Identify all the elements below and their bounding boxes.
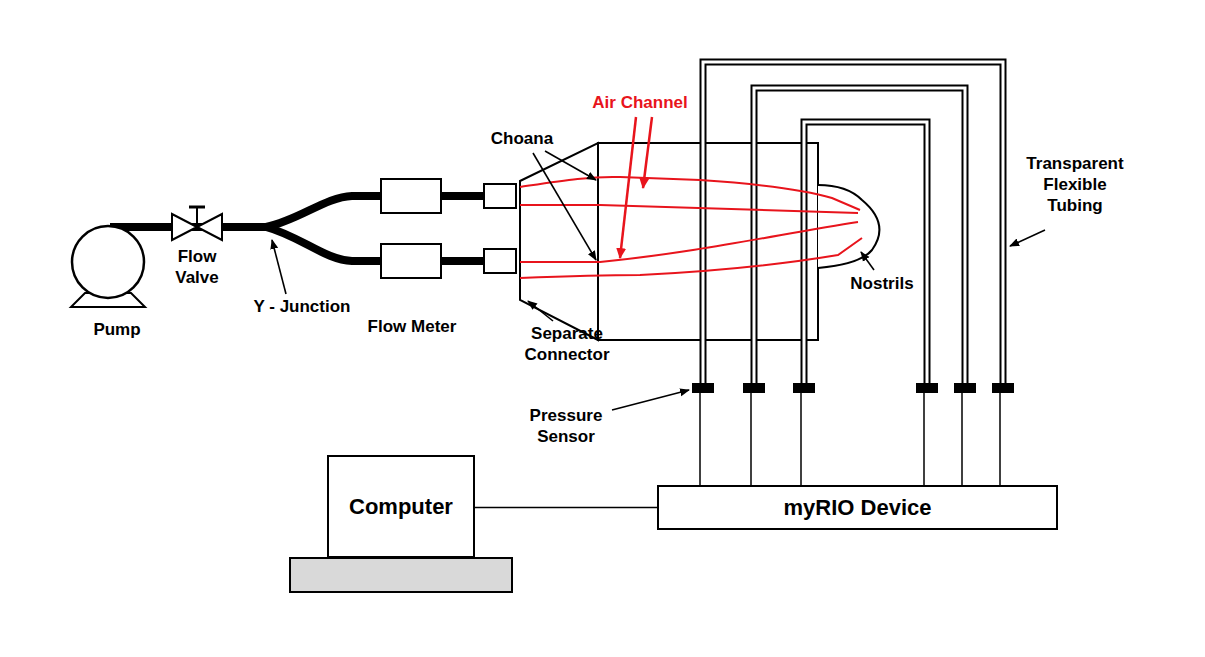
node-text: Pump (75, 320, 140, 340)
leader-arrow (272, 151, 1045, 410)
pump-symbol: Pump (60, 224, 156, 340)
part-label: Pressure Sensor (523, 405, 609, 447)
node-text: myRIO Device (784, 495, 932, 521)
part-label: Y - Junction (232, 296, 372, 317)
flow-valve-symbol (172, 207, 222, 240)
signal-connector (475, 507, 657, 508)
computer-base (290, 558, 512, 592)
part-label: Separate Connector (519, 323, 615, 365)
part-label: Transparent Flexible Tubing (1025, 153, 1125, 216)
device-box: myRIO Device (657, 485, 1058, 530)
part-label: Choana (477, 128, 567, 149)
node-text: Computer (349, 494, 453, 520)
computer-box: Computer (327, 455, 475, 558)
part-label: Flow Valve (166, 246, 228, 288)
leader-arrow (620, 117, 652, 258)
part-label: Nostrils (842, 273, 922, 294)
part-label: Air Channel (575, 92, 705, 113)
pressure-sensor (692, 383, 1014, 485)
part-label: Flow Meter (352, 316, 472, 337)
air-channel (520, 177, 862, 278)
flow-meter-symbol (381, 179, 516, 278)
